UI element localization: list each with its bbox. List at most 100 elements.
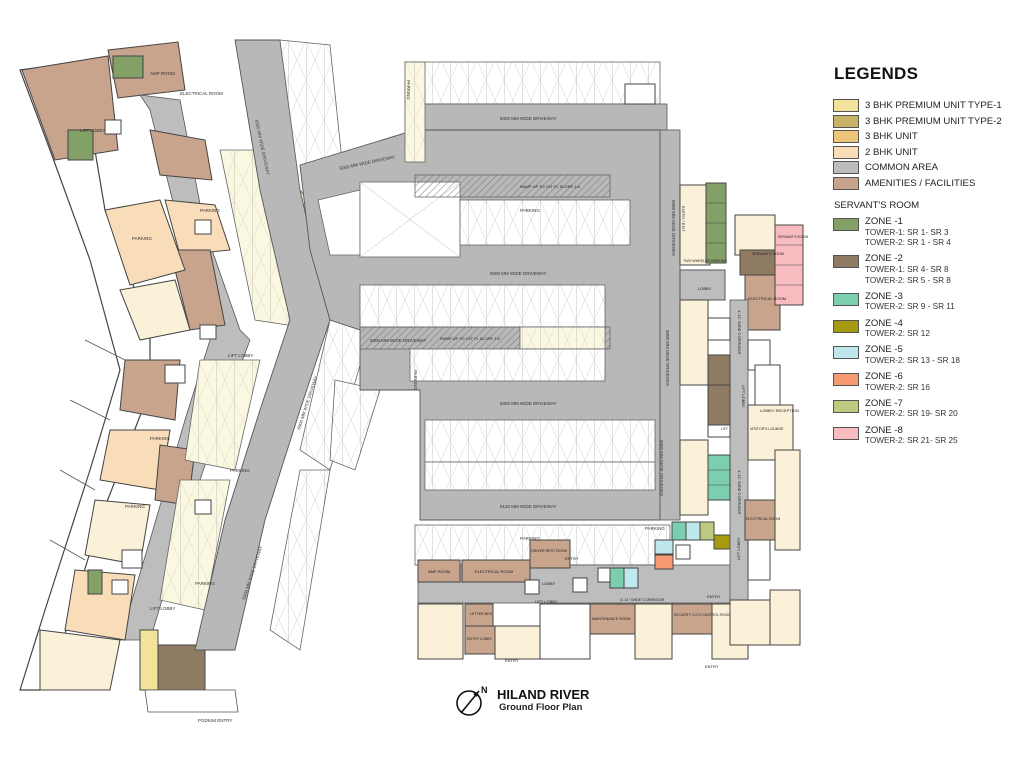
- zone-swatch: [833, 218, 859, 231]
- label-parking-c1: PARKING: [520, 208, 540, 213]
- unit-e2: [679, 439, 709, 516]
- central-parking: 6000 MM WIDE DRIVEWAY 5000 MM WIDE DRIVE…: [299, 61, 681, 566]
- lobby-reception-e: [747, 404, 794, 461]
- ramp-hatch-1: [414, 174, 611, 198]
- legend-swatch: [833, 176, 859, 190]
- label-lift-lobby-w: LIFT LOBBY: [80, 128, 105, 133]
- label-amp-room-s: AMP ROOM: [428, 569, 450, 574]
- zone3-room-1: [609, 567, 625, 589]
- label-parking-w5: PARKING: [195, 581, 215, 586]
- parking-mid-3: [424, 419, 656, 463]
- lobby-e: [679, 269, 726, 301]
- zone2-rooms-e3: [707, 384, 731, 426]
- zone-swatch: [833, 346, 859, 360]
- label-visitors-lounge: VISITOR'S LOUNGE: [750, 427, 784, 431]
- legend-label: 3 BHK UNIT: [865, 131, 918, 143]
- parking-west-2: [184, 359, 261, 471]
- zone3-rooms-e: [707, 454, 731, 501]
- servants-room-zone2-w: [154, 644, 206, 694]
- stair-e2: [754, 364, 781, 406]
- unit-w4: [104, 199, 186, 286]
- legend-swatch: [833, 130, 859, 144]
- legend-swatch: [833, 145, 859, 159]
- unit-w5: [119, 279, 191, 341]
- zone-line: TOWER-1: SR 1- SR 3: [865, 227, 949, 237]
- zone-name: ZONE -3: [865, 290, 903, 302]
- label-electrical-e2: ELECTRICAL ROOM: [746, 517, 780, 521]
- label-driveway-v2: 6000 MM WIDE DRIVEWAY: [665, 330, 670, 387]
- zone-name: ZONE -4: [865, 317, 903, 329]
- label-driveway-5: 5120 MM WIDE DRIVEWAY: [500, 504, 557, 509]
- west-wing: 6000 MM WIDE DRIVEWAY 6000 MM WIDE DRIVE…: [19, 39, 398, 723]
- zone6-room-1: [654, 554, 674, 570]
- zone-line: TOWER-2: SR 9 - SR 11: [865, 302, 955, 312]
- label-driveway-3: 5000 MM WIDE DRIVEWAY: [490, 271, 547, 276]
- label-lift-lobby-w3: LIFT LOBBY: [228, 353, 253, 358]
- label-two-wheeler: TWO WHEELER PARKING: [683, 259, 727, 263]
- zone-line: TOWER-2: SR 21- SR 25: [865, 436, 958, 446]
- stair-w: [164, 364, 186, 384]
- label-parking-c2: PARKING: [413, 370, 418, 390]
- unit-w11: [39, 629, 121, 691]
- label-amp-room-w: AMP ROOM: [150, 71, 175, 76]
- legend-items: 3 BHK PREMIUM UNIT TYPE-1 3 BHK PREMIUM …: [826, 98, 1022, 191]
- servants-room-zone1-w3: [87, 569, 103, 595]
- label-parking-w2: PARKING: [132, 236, 152, 241]
- electrical-room-s: [461, 559, 531, 583]
- label-lobby-e: LOBBY: [698, 286, 712, 291]
- east-block: ENTRY / EXIT TWO WHEELER PARKING LOBBY E…: [679, 182, 808, 646]
- zone-name: ZONE -8: [865, 424, 903, 436]
- zone-line: TOWER-2: SR 16: [865, 382, 930, 392]
- label-letter-box: LETTER BOX: [470, 612, 493, 616]
- label-maintenance: MAINTENANCE ROOM: [592, 617, 630, 621]
- amenity-block-top: [21, 55, 119, 161]
- unit-e1: [679, 299, 709, 386]
- zone-swatch: [833, 426, 859, 440]
- south-block: AMP ROOM ELECTRICAL ROOM DRIVER REST ROO…: [417, 521, 749, 669]
- legend-item: COMMON AREA: [833, 160, 1022, 176]
- lift-w2: [194, 219, 212, 235]
- label-corridor-e: 4'-11" WIDE CORRIDOR: [737, 310, 742, 354]
- legend-swatch: [833, 161, 859, 175]
- legend-item: 3 BHK UNIT: [833, 129, 1022, 145]
- stair-e3: [747, 539, 771, 581]
- label-corridor-s: 4'-11" WIDE CORRIDOR: [620, 597, 664, 602]
- legend: LEGENDS 3 BHK PREMIUM UNIT TYPE-1 3 BHK …: [826, 58, 1022, 452]
- label-driveway-v1: 6000 MM WIDE DRIVEWAY: [671, 200, 676, 257]
- electrical-room-e2: [744, 499, 776, 541]
- label-lobby-reception: LOBBY/ RECEPTION: [760, 408, 799, 413]
- zone5-room-1: [623, 567, 639, 589]
- legend-label: AMENITIES / FACILITIES: [865, 177, 976, 189]
- label-parking-w3: PARKING: [150, 436, 170, 441]
- driver-rest-room: [529, 539, 571, 569]
- lift-w3: [199, 324, 217, 340]
- servants-room-zone1-w: [112, 55, 144, 79]
- zone-line: TOWER-2: SR 13 - SR 18: [865, 355, 960, 365]
- unit-s3: [634, 603, 673, 660]
- lift-w4: [194, 499, 212, 515]
- lift-s3: [524, 579, 540, 595]
- parking-top: [404, 61, 661, 105]
- stair-w2: [121, 549, 143, 569]
- zone-line: TOWER-2: SR 19- SR 20: [865, 409, 958, 419]
- zone-line: TOWER-2: SR 12: [865, 329, 930, 339]
- zone-line: TOWER-2: SR 1 - SR 4: [865, 238, 951, 248]
- label-ramp-up-1: RAMP UP TO 1ST FL SLOPE 1:8: [520, 184, 581, 189]
- label-parking-w6: PARKING: [230, 468, 250, 473]
- legend-item: 2 BHK UNIT: [833, 145, 1022, 161]
- label-electrical-e: ELECTRICAL ROOM: [748, 296, 786, 301]
- maintenance-room: [589, 603, 636, 635]
- zone-name: ZONE -6: [865, 371, 903, 383]
- label-driveway-top: 6000 MM WIDE DRIVEWAY: [500, 116, 557, 121]
- legend-item: AMENITIES / FACILITIES: [833, 176, 1022, 192]
- unit-w1: [149, 129, 213, 181]
- project-title: HILAND RIVER: [497, 687, 590, 702]
- label-ramp-up-2: RAMP UP TO 1ST FL SLOPE 1:8: [440, 336, 501, 341]
- driveway-top: [404, 103, 668, 133]
